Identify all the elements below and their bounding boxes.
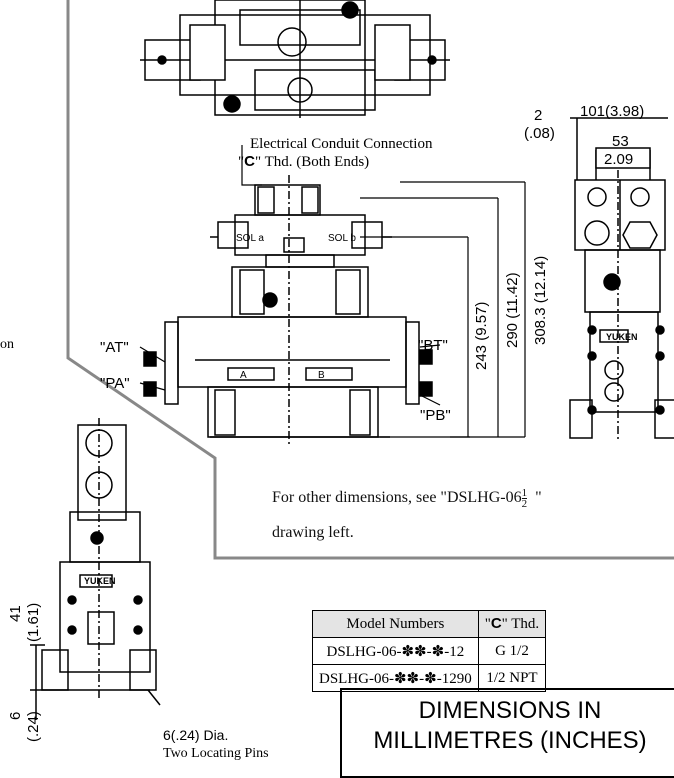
conduit-note-line2: "C" Thd. (Both Ends) (238, 153, 369, 170)
model-cell: DSLHG-06-✽✽-✽-12 (312, 637, 479, 665)
side-view (569, 117, 674, 440)
port-b-marker: B (318, 370, 325, 381)
port-at-label: "AT" (100, 339, 129, 356)
drawing-frame-line (66, 0, 674, 560)
table-header-row: Model Numbers "C" Thd. (312, 610, 547, 638)
dim-08: (.08) (524, 125, 555, 142)
fraction-denominator: 2 (521, 498, 528, 510)
dim-2: 2 (534, 107, 542, 124)
other-dims-line1: For other dimensions, see "DSLHG-06 (272, 489, 522, 507)
model-numbers-table: Model Numbers "C" Thd. DSLHG-06-✽✽-✽-12 … (312, 610, 547, 692)
dim-101: 101(3.98) (580, 103, 644, 120)
brand-plate-right: YUKEN (606, 332, 638, 342)
title-line2: MILLIMETRES (INCHES) (373, 727, 647, 754)
top-view (140, 0, 450, 118)
dim-209: 2.09 (604, 151, 633, 168)
dim-243: 243 (9.57) (473, 302, 490, 370)
left-fragment-text: on (0, 337, 14, 352)
vertical-dimension-lines (360, 181, 526, 438)
dim-290: 290 (11.42) (504, 272, 521, 348)
dim-41: 41 (7, 605, 24, 622)
other-dimensions-note-line2: drawing left. (272, 524, 354, 541)
title-line1: DIMENSIONS IN (418, 697, 602, 724)
dim-161: (1.61) (25, 603, 42, 642)
dim-6: 6 (7, 712, 24, 720)
thread-cell: G 1/2 (477, 637, 547, 665)
fraction-numerator: 1 (521, 487, 528, 499)
dimensions-title-box: DIMENSIONS IN MILLIMETRES (INCHES) (340, 688, 674, 778)
port-a-marker: A (240, 370, 247, 381)
front-view (143, 175, 433, 445)
table-row: DSLHG-06-✽✽-✽-1290 1/2 NPT (312, 664, 547, 692)
conduit-note-line1: Electrical Conduit Connection (250, 136, 433, 152)
thread-cell: 1/2 NPT (477, 664, 547, 692)
lower-left-view (30, 418, 161, 720)
brand-plate-left: YUKEN (84, 576, 116, 586)
pin-dia-label: 6(.24) Dia. (163, 727, 228, 743)
conduit-letter: C (244, 153, 255, 170)
port-pa-label: "PA" (100, 375, 130, 392)
model-cell: DSLHG-06-✽✽-✽-1290 (312, 664, 479, 692)
port-pb-label: "PB" (420, 407, 451, 424)
thread-letter: C (490, 615, 502, 632)
port-bt-label: "BT" (418, 337, 448, 354)
other-dims-quote: " (535, 489, 542, 507)
header-thread: "C" Thd. (477, 610, 547, 638)
sol-right-label: SOL b (328, 233, 356, 244)
sol-left-label: SOL a (236, 233, 264, 244)
dim-308: 308.3 (12.14) (532, 256, 549, 345)
dim-53: 53 (612, 133, 629, 150)
pin-desc-label: Two Locating Pins (163, 746, 269, 761)
leader-lines (139, 145, 441, 406)
header-model-numbers: Model Numbers (312, 610, 479, 638)
table-row: DSLHG-06-✽✽-✽-12 G 1/2 (312, 637, 547, 665)
dim-24: (.24) (25, 711, 42, 742)
